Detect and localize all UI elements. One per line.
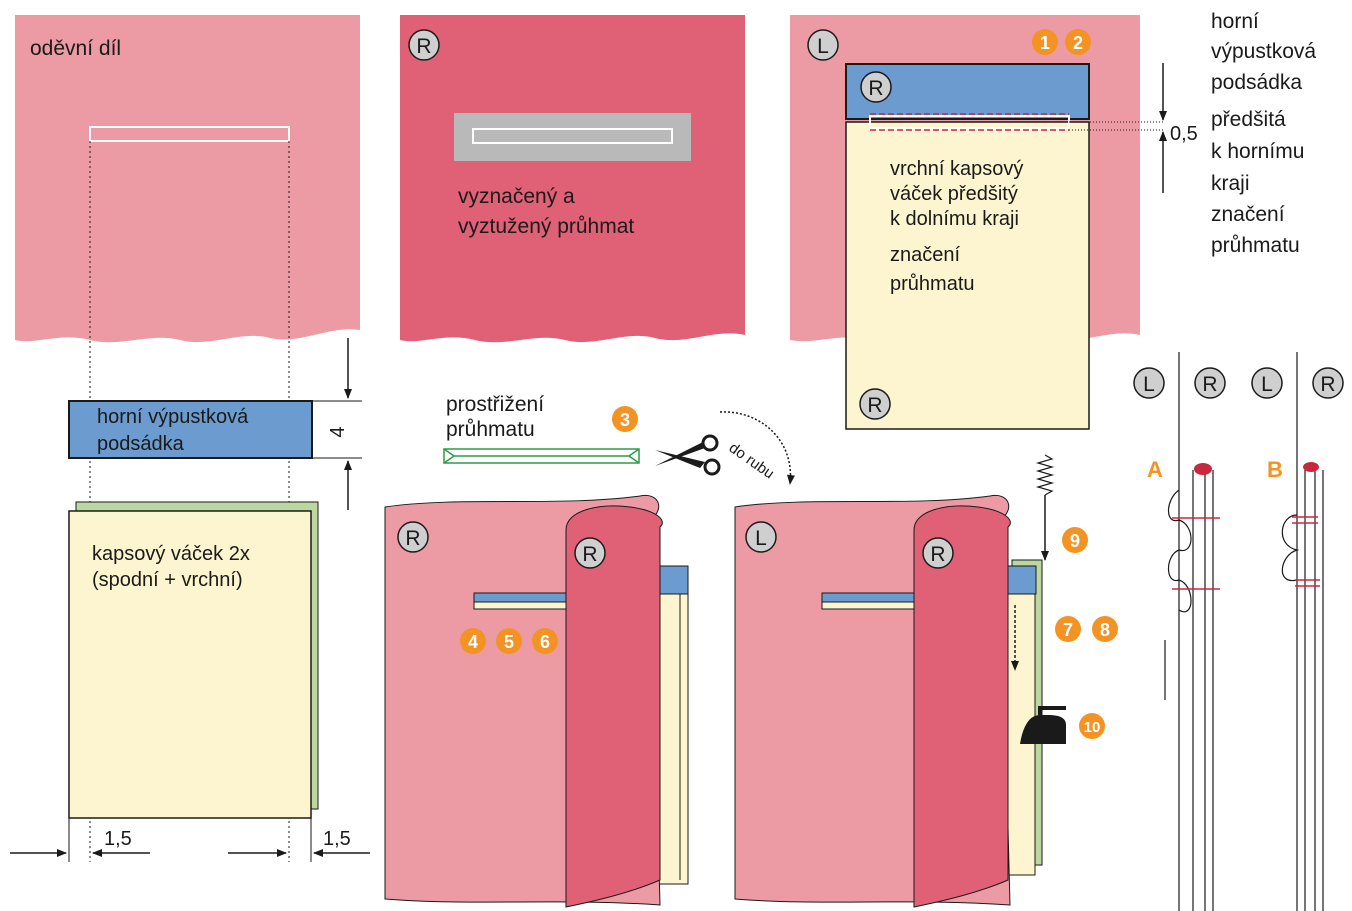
side-badge-r-flap	[922, 537, 954, 569]
section-badge-l2	[1251, 367, 1283, 399]
section-a-label: A	[1147, 457, 1163, 482]
facing-note-line2: výpustková	[1211, 40, 1316, 63]
facing-note-line7: značení	[1211, 203, 1285, 226]
direction-label: do rubu	[726, 439, 777, 482]
side-badge-r	[408, 29, 440, 61]
step-badge-4	[460, 628, 486, 654]
facing-note-line1: horní	[1211, 10, 1259, 33]
step-badge-6	[532, 628, 558, 654]
pocket-prestitch-line1: vrchní kapsový	[890, 158, 1023, 180]
svg-text:4: 4	[468, 632, 478, 652]
pocket-bag-top	[845, 121, 1090, 430]
svg-text:5: 5	[504, 632, 514, 652]
svg-text:1: 1	[1040, 33, 1050, 53]
section-badge-l1	[1133, 367, 1165, 399]
cross-section-a	[1164, 352, 1214, 911]
section-badge-r2	[1312, 367, 1344, 399]
svg-text:10: 10	[1084, 719, 1101, 736]
side-badge-l	[807, 29, 839, 61]
direction-arrow	[719, 411, 795, 485]
marked-label-line1: vyznačený a	[458, 185, 575, 208]
svg-text:R: R	[582, 543, 597, 566]
svg-text:R: R	[867, 394, 882, 417]
pocket-label-line1: kapsový váček 2x	[92, 543, 250, 565]
side-badge-l-outer	[745, 521, 777, 553]
facing-label-line1: horní výpustková	[97, 406, 249, 428]
opening-marking	[472, 128, 673, 144]
pocket-bag-top	[68, 510, 312, 819]
svg-text:R: R	[930, 543, 945, 566]
iron-icon	[1020, 706, 1066, 744]
svg-text:8: 8	[1100, 620, 1110, 640]
facing-note-line6: kraji	[1211, 172, 1250, 195]
svg-text:L: L	[755, 527, 767, 550]
panel-marked-opening: R vyznačený a vyztužený průhmat	[400, 15, 745, 343]
svg-text:6: 6	[540, 632, 550, 652]
offset-left-label: 1,5	[104, 828, 132, 850]
facing-note-line4: předšitá	[1211, 108, 1286, 131]
cross-section-panel: L R L R A B	[1133, 352, 1344, 911]
pocket-prestitch-line3: k dolnímu kraji	[890, 208, 1019, 230]
side-badge-r-facing	[860, 71, 892, 103]
facing-note-line3: podsádka	[1211, 71, 1302, 94]
step-badge-8	[1092, 616, 1118, 642]
facing-note-line5: k hornímu	[1211, 140, 1304, 163]
pocket-prestitch-line2: váček předšitý	[890, 183, 1018, 205]
side-badge-r-outer	[397, 521, 429, 553]
svg-text:R: R	[405, 527, 420, 550]
cut-label-line2: průhmatu	[446, 418, 535, 441]
step-badge-5	[496, 628, 522, 654]
facing-strip	[68, 400, 313, 459]
svg-text:R: R	[868, 77, 883, 100]
panel-turned-through: R R 4 5 6	[384, 494, 689, 908]
panel-pre-stitched: L 1 2 R R vrchní kapsový váček předšitý …	[790, 10, 1316, 430]
step-badge-10	[1079, 713, 1105, 739]
svg-text:L: L	[817, 35, 829, 58]
step-badge-2	[1065, 29, 1091, 55]
step-badge-9	[1062, 527, 1088, 553]
cut-label-line1: prostřižení	[446, 393, 544, 416]
cross-section-b	[1281, 352, 1324, 911]
section-a-knob	[1194, 463, 1212, 475]
step-badge-7	[1055, 616, 1081, 642]
svg-text:3: 3	[620, 410, 630, 430]
zigzag-stitch-icon	[1035, 454, 1055, 496]
offset-right-label: 1,5	[323, 828, 351, 850]
facing-label-line2: podsádka	[97, 433, 185, 455]
svg-text:9: 9	[1070, 531, 1080, 551]
facing-height-label: 4	[327, 426, 349, 437]
garment-piece	[15, 15, 360, 343]
panel-stitch-pocket: L R 9 7 8 10	[734, 454, 1118, 908]
garment-right-side	[400, 15, 745, 343]
svg-text:R: R	[1320, 373, 1335, 396]
svg-text:2: 2	[1073, 33, 1083, 53]
marked-label-line2: vyztužený průhmat	[458, 215, 634, 238]
facing-note-line8: průhmatu	[1211, 234, 1300, 257]
svg-text:R: R	[416, 35, 431, 58]
svg-text:L: L	[1261, 373, 1273, 396]
garment-flap	[565, 505, 663, 908]
section-b-knob	[1303, 462, 1319, 472]
step-badge-3	[612, 406, 638, 432]
pocket-label-line2: (spodní + vrchní)	[92, 569, 243, 591]
section-badge-r1	[1194, 367, 1226, 399]
side-badge-r-flap	[574, 537, 606, 569]
side-badge-r-pocket	[859, 388, 891, 420]
garment-flap	[913, 505, 1011, 908]
pocket-prestitch-line4: značení	[890, 244, 960, 266]
svg-text:7: 7	[1063, 620, 1073, 640]
seam-allowance-label: 0,5	[1170, 123, 1198, 145]
scissors-icon	[655, 434, 721, 476]
opening-marking	[89, 126, 290, 142]
interfacing-patch	[454, 113, 691, 161]
svg-text:L: L	[1143, 373, 1155, 396]
svg-text:R: R	[1202, 373, 1217, 396]
pocket-prestitch-line5: průhmatu	[890, 273, 975, 295]
step-badge-1	[1032, 29, 1058, 55]
garment-label: oděvní díl	[30, 37, 121, 60]
panel-cut-opening: prostřižení průhmatu 3 do rubu	[443, 393, 795, 485]
section-b-label: B	[1267, 457, 1283, 482]
panel-garment-piece: oděvní díl horní výpustková podsádka 4 k…	[10, 15, 370, 862]
